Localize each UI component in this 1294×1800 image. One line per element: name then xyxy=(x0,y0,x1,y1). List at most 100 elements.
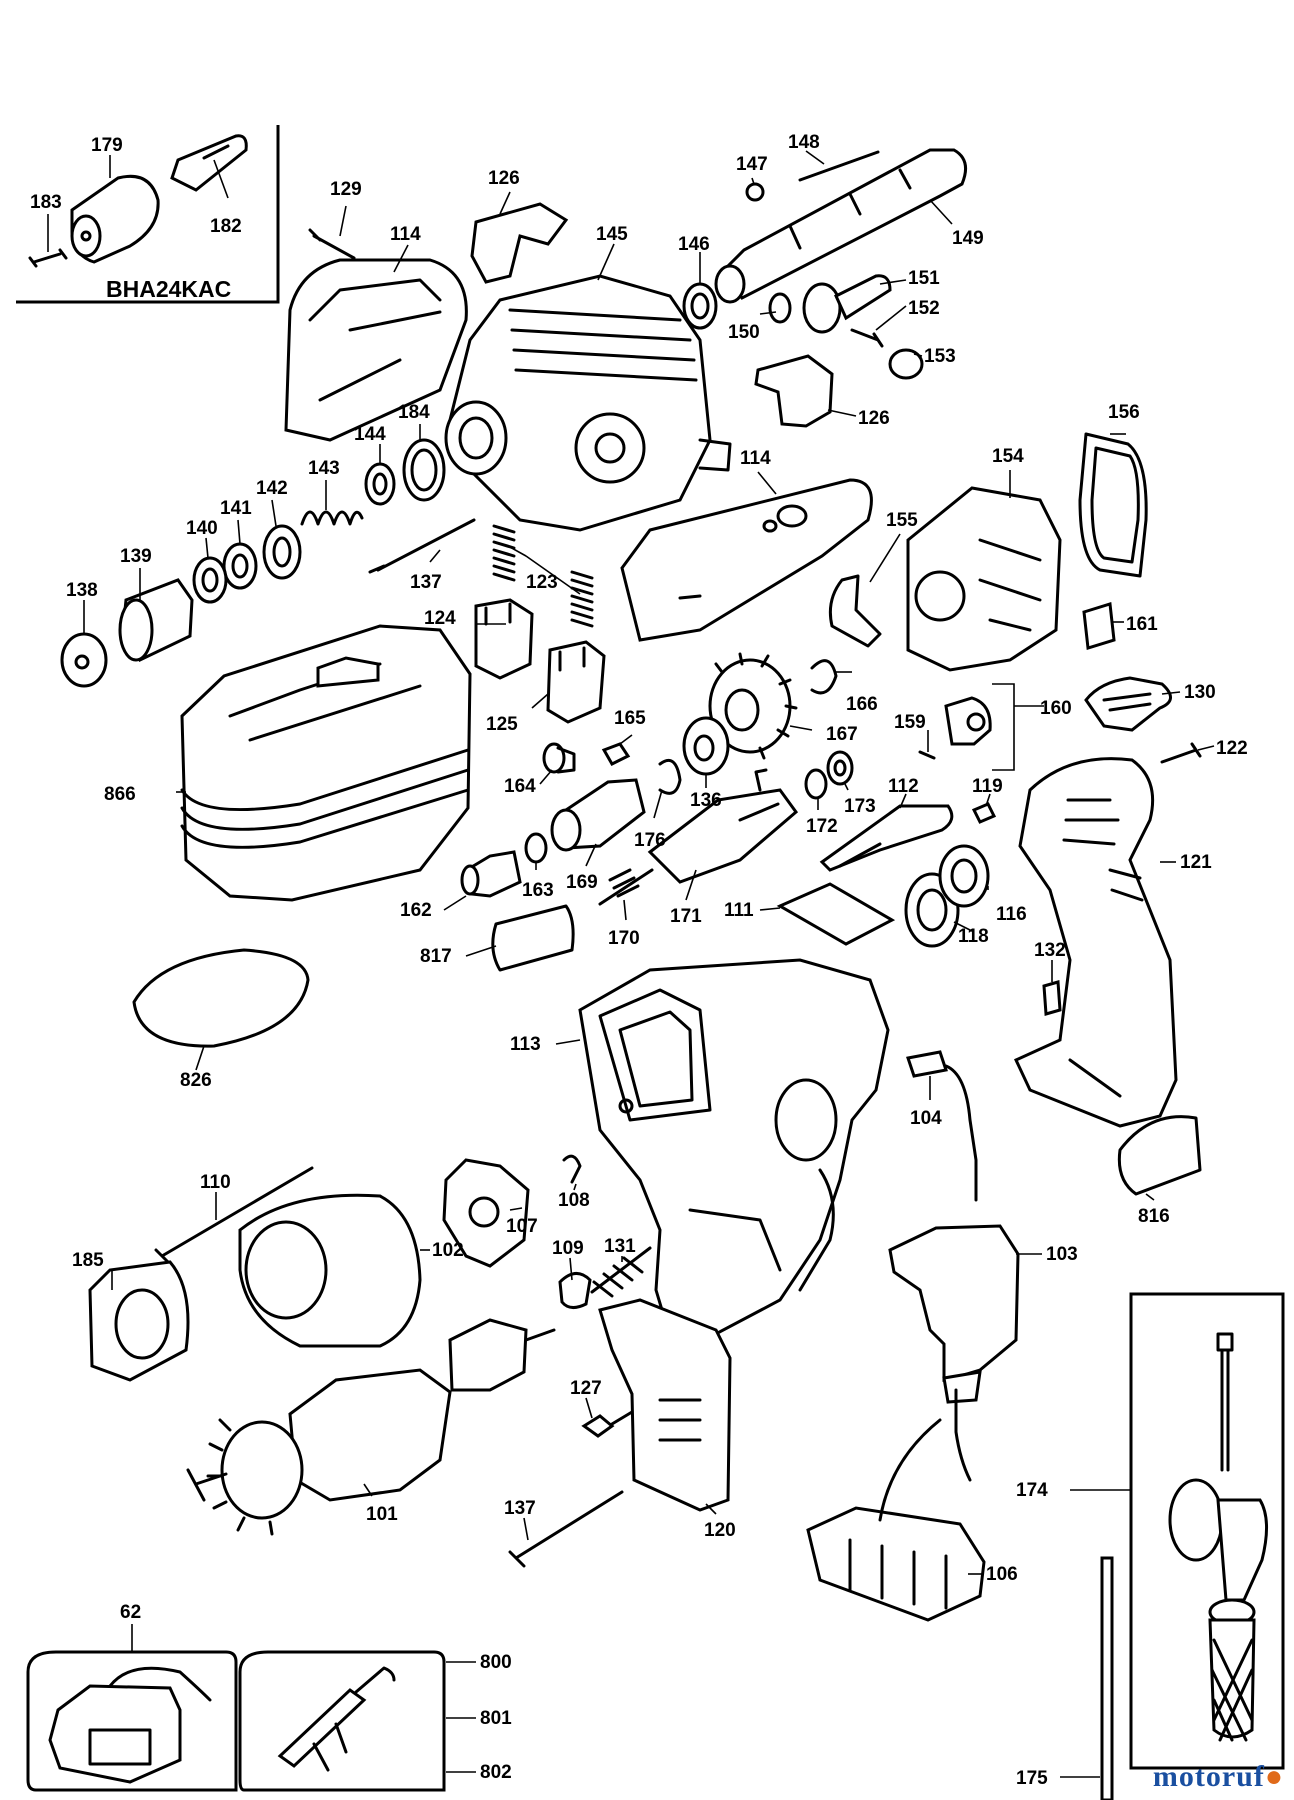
striker-icon xyxy=(460,850,522,898)
plug-icon xyxy=(558,1272,592,1309)
part-label: 142 xyxy=(256,478,288,499)
clamp-icon xyxy=(828,574,882,648)
lever-icon xyxy=(819,804,954,872)
part-label: 182 xyxy=(210,216,242,237)
bearing-icon xyxy=(938,844,990,908)
piston-icon xyxy=(550,778,646,852)
lever-icon xyxy=(802,274,892,334)
part-label: 140 xyxy=(186,518,218,539)
bolt-icon xyxy=(368,518,476,574)
part-label: 183 xyxy=(30,192,62,213)
sensor-icon xyxy=(906,1050,978,1202)
part-label: 101 xyxy=(366,1504,398,1525)
clutch-icon xyxy=(682,716,730,776)
screw-icon xyxy=(308,228,356,260)
spring-icon xyxy=(300,510,364,526)
model-label: BHA24KAC xyxy=(106,276,231,302)
part-label: 176 xyxy=(634,830,666,851)
grease-tube-icon xyxy=(277,1666,396,1772)
part-label: 826 xyxy=(180,1070,212,1091)
part-label: 113 xyxy=(510,1034,541,1055)
rear-housing-icon xyxy=(906,486,1062,672)
dust-cap-icon xyxy=(60,632,108,688)
part-label: 122 xyxy=(1216,738,1248,759)
part-label: 114 xyxy=(740,448,771,469)
charger-box xyxy=(26,1650,238,1792)
part-label: 150 xyxy=(728,322,760,343)
chuck-icon xyxy=(70,174,160,264)
part-label: 121 xyxy=(1180,852,1212,873)
label-plate-icon xyxy=(132,948,310,1048)
bearing-icon xyxy=(682,282,718,330)
key-icon xyxy=(601,742,631,766)
spring-icon xyxy=(590,1246,652,1298)
part-label: 137 xyxy=(410,572,442,593)
part-label: 126 xyxy=(488,168,520,189)
clip-icon xyxy=(562,1154,582,1184)
part-label: 802 xyxy=(480,1762,512,1783)
o-ring-icon xyxy=(524,832,548,864)
part-label: 171 xyxy=(670,906,702,927)
part-label: 164 xyxy=(504,776,536,797)
washer-icon xyxy=(192,556,228,604)
part-label: 126 xyxy=(858,408,890,429)
part-label: 184 xyxy=(398,402,430,423)
part-label: 161 xyxy=(1126,614,1158,635)
part-label: 169 xyxy=(566,872,598,893)
circlip-icon xyxy=(810,659,838,695)
part-label: 174 xyxy=(1016,1480,1048,1501)
shaft-icon xyxy=(598,768,799,906)
motor-assembly xyxy=(88,958,1202,1622)
side-handle-icon xyxy=(1168,1332,1268,1742)
watermark-text: motoruf xyxy=(1152,1760,1265,1793)
part-label: 149 xyxy=(952,228,984,249)
washer-icon xyxy=(222,542,258,590)
gearing-assembly xyxy=(132,652,1202,1128)
part-label: 143 xyxy=(308,458,340,479)
part-label: 106 xyxy=(986,1564,1018,1585)
label-plate-icon xyxy=(1117,1115,1202,1196)
part-label: 119 xyxy=(972,776,1003,797)
grease-box xyxy=(238,1650,446,1792)
part-label: 129 xyxy=(330,179,362,200)
part-label: 112 xyxy=(888,776,919,797)
part-label: 800 xyxy=(480,1652,512,1673)
part-label: 155 xyxy=(886,510,918,531)
spring-icon xyxy=(608,868,640,898)
bolt-icon xyxy=(508,1490,624,1568)
part-label: 127 xyxy=(570,1378,602,1399)
part-label: 109 xyxy=(552,1238,584,1259)
part-label: 104 xyxy=(910,1108,942,1129)
brush-holder-icon xyxy=(546,640,606,724)
part-label: 62 xyxy=(120,1602,141,1623)
spindle-tube-icon xyxy=(714,148,968,304)
watermark-dot: ● xyxy=(1264,1760,1284,1793)
o-ring-icon xyxy=(768,292,792,324)
part-label: 146 xyxy=(678,234,710,255)
selector-knob-icon xyxy=(470,202,569,284)
part-label: 123 xyxy=(526,572,558,593)
part-label: 108 xyxy=(558,1190,590,1211)
gear-icon xyxy=(708,652,798,760)
main-housing-icon xyxy=(578,958,890,1338)
part-label: 107 xyxy=(506,1216,538,1237)
screw-icon xyxy=(918,750,936,760)
switch-icon xyxy=(888,1224,1020,1482)
part-label: 159 xyxy=(894,712,926,733)
upper-assembly xyxy=(60,148,1148,902)
gasket-icon xyxy=(1078,432,1148,578)
part-label: 162 xyxy=(400,900,432,921)
circlip-icon xyxy=(658,759,682,795)
side-handle-box xyxy=(1129,1292,1285,1770)
leader-lines xyxy=(47,150,1215,1778)
label-plate-icon xyxy=(491,904,575,972)
part-label: 156 xyxy=(1108,402,1140,423)
housing-half-icon xyxy=(284,258,468,442)
part-label: 866 xyxy=(104,784,136,805)
pin-icon xyxy=(798,150,880,182)
part-label: 163 xyxy=(522,880,554,901)
filter-icon xyxy=(1082,602,1116,650)
part-label: 147 xyxy=(736,154,768,175)
part-label: 118 xyxy=(958,926,989,947)
screw-icon xyxy=(28,248,68,268)
